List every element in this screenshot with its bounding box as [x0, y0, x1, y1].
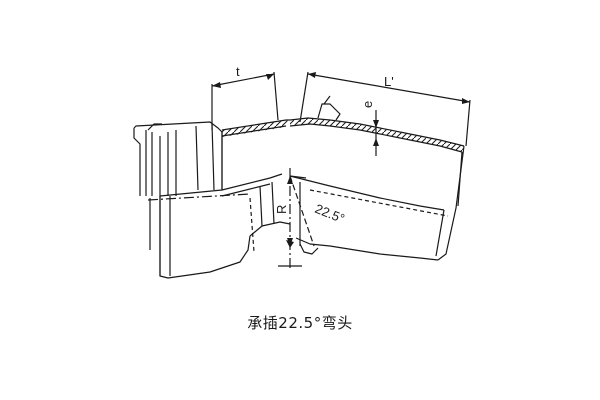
dimension-t — [211, 71, 279, 130]
label-r: R — [274, 205, 289, 214]
label-t: t — [236, 64, 240, 79]
label-angle: 22.5° — [313, 201, 347, 226]
dimension-l-prime — [299, 71, 471, 147]
label-l-prime: L' — [384, 74, 394, 89]
left-leg — [221, 119, 291, 253]
diagram-caption: 承插22.5°弯头 — [247, 314, 353, 332]
left-centerline — [147, 193, 251, 201]
right-leg — [289, 95, 465, 261]
socket-hub — [133, 121, 251, 279]
label-e: e — [360, 101, 375, 108]
bend-joint — [278, 168, 315, 270]
dimension-e — [373, 110, 379, 156]
